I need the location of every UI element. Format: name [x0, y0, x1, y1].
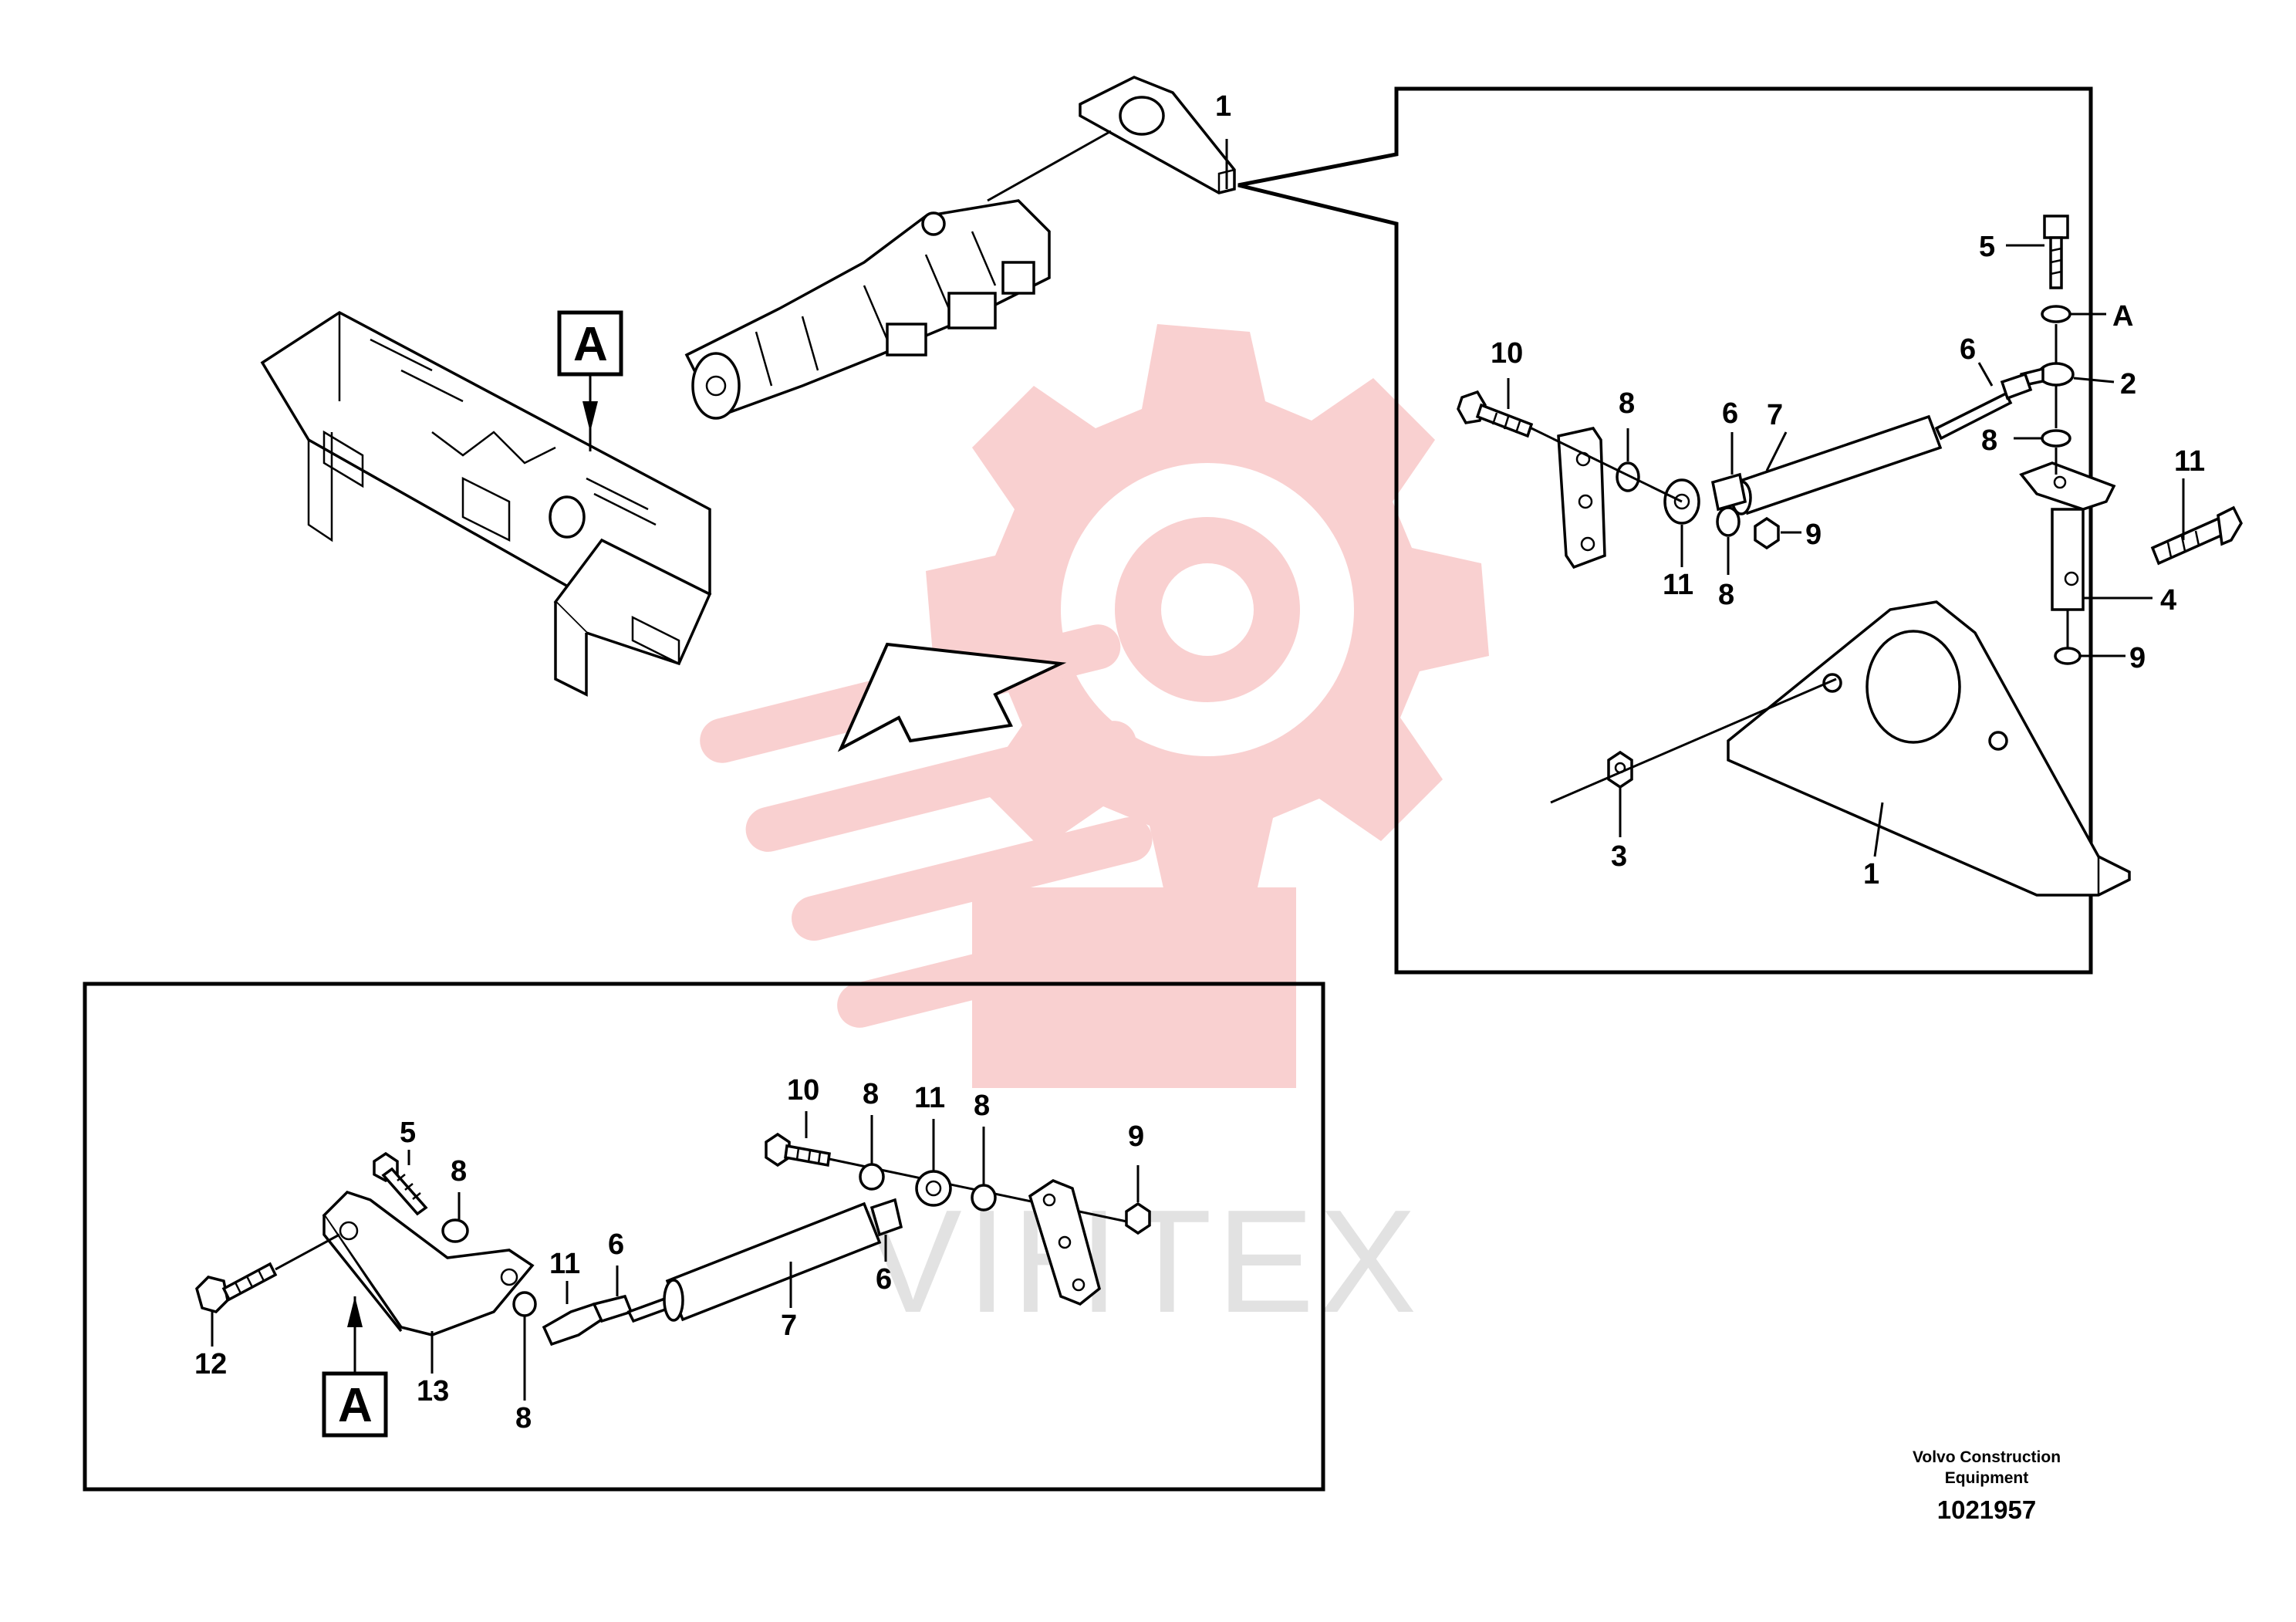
view-a-arrowhead-top: [582, 401, 598, 432]
detail-bracket-1: [1727, 600, 2131, 897]
detail-washer-8c-bottom: [441, 1218, 469, 1243]
leader-d6a: [1977, 362, 1994, 387]
detail-bracket-4: [2019, 461, 2116, 611]
callout-d-9b: 9: [2129, 642, 2146, 674]
detail-nut-3: [1607, 750, 1633, 789]
callout-e-8a: 8: [863, 1078, 879, 1110]
leader-d7: [1765, 431, 1788, 471]
callout-d-8d: 8: [1981, 424, 1997, 457]
callout-d-4: 4: [2160, 584, 2176, 617]
detail-bolt-2: [2150, 505, 2243, 566]
callout-d-3: 3: [1611, 840, 1627, 873]
detail-bolt-10-bottom: [765, 1132, 831, 1168]
leader-top-bracket-pump: [987, 130, 1112, 202]
detail-box-left: [83, 982, 1325, 1492]
callout-e-12: 12: [194, 1348, 227, 1380]
callout-d-6a: 6: [1960, 333, 1976, 366]
view-a-letter-bottom: A: [338, 1379, 373, 1432]
leader-d1: [1873, 802, 1884, 857]
callout-e-8d: 8: [515, 1402, 532, 1434]
callout-d-8b: 8: [1619, 387, 1635, 420]
callout-e-10: 10: [787, 1074, 819, 1107]
top-bracket-1: [1079, 76, 1236, 194]
callout-e-5: 5: [400, 1117, 416, 1149]
callout-d-9a: 9: [1805, 519, 1822, 551]
view-a-arrowhead-bottom: [347, 1296, 363, 1327]
callout-d-11b: 11: [1663, 569, 1693, 601]
callout-e-8b: 8: [974, 1090, 990, 1122]
detail-washer-8a-bottom: [859, 1163, 885, 1191]
watermark-text: VIHTEX: [864, 1180, 1421, 1343]
leader-nut-axis: [1550, 678, 1837, 804]
callout-e-6b: 6: [876, 1263, 892, 1296]
view-a-letter-top: A: [573, 318, 608, 371]
callout-e-11b: 11: [549, 1248, 580, 1280]
view-a-box-bottom: [322, 1371, 388, 1438]
leader-d11a: [2073, 377, 2115, 384]
callout-e-7: 7: [781, 1309, 797, 1342]
leader-bolt12-axis: [275, 1233, 340, 1271]
callout-d-7: 7: [1767, 399, 1783, 431]
detail-washer-8d-bottom: [512, 1291, 537, 1317]
detail-bolt-5: [2043, 215, 2069, 289]
detail-washer-8b-bottom: [971, 1184, 997, 1211]
frame-assembly: [260, 310, 712, 697]
detail-nut-9-bottom: [1125, 1201, 1151, 1235]
detail-washer-8a: [2041, 305, 2071, 323]
callout-e-9: 9: [1128, 1120, 1144, 1153]
detail-cylinder-end-6b: [1710, 472, 1747, 512]
detail-washer-8c: [1716, 506, 1741, 537]
callout-d-1: 1: [1863, 858, 1879, 890]
detail-bracket-13: [322, 1190, 535, 1336]
callout-d-5: 5: [1979, 231, 1995, 263]
callout-e-8c: 8: [451, 1155, 467, 1188]
callout-d-8c: 8: [1718, 579, 1734, 611]
callout-d-10: 10: [1491, 337, 1523, 370]
detail-gas-spring-7-bottom: [626, 1198, 903, 1323]
detail-nut-9a: [1754, 516, 1780, 550]
pump-assembly: [684, 199, 1051, 420]
direction-arrow-icon: [837, 642, 1067, 752]
detail-washer-8b: [1616, 461, 1640, 492]
detail-link-plate-bottom: [1028, 1179, 1101, 1306]
detail-bolt-12: [195, 1262, 278, 1313]
callout-e-6a: 6: [608, 1228, 624, 1261]
caption-company-line2: Equipment: [1945, 1469, 2029, 1487]
callout-d-2: 11: [2174, 445, 2205, 478]
watermark-gear-logo: [700, 324, 1489, 1088]
detail-bolt-5b: [373, 1151, 428, 1216]
detail-link-plate: [1557, 427, 1606, 569]
detail-rod-end-11-bottom: [542, 1294, 633, 1347]
caption-company-line1: Volvo Construction: [1913, 1448, 2061, 1466]
callout-e-13: 13: [417, 1375, 449, 1407]
callout-d-6b: 6: [1722, 397, 1738, 430]
detail-nut-9b: [2054, 647, 2082, 665]
callout-d-11a: 2: [2120, 368, 2136, 400]
detail-washer-8d: [2041, 429, 2071, 448]
detail-rod-end-11a-bottom: [915, 1170, 952, 1207]
detail-bolt-10: [1457, 390, 1534, 438]
leader-bolt10-axis: [1531, 427, 1683, 503]
callout-1-top: 1: [1215, 90, 1231, 123]
caption-drawing-number: 1021957: [1937, 1495, 2036, 1524]
detail-box-right: [1237, 86, 2093, 975]
callout-d-8a: A: [2112, 300, 2133, 333]
callout-e-11a: 11: [914, 1082, 945, 1114]
